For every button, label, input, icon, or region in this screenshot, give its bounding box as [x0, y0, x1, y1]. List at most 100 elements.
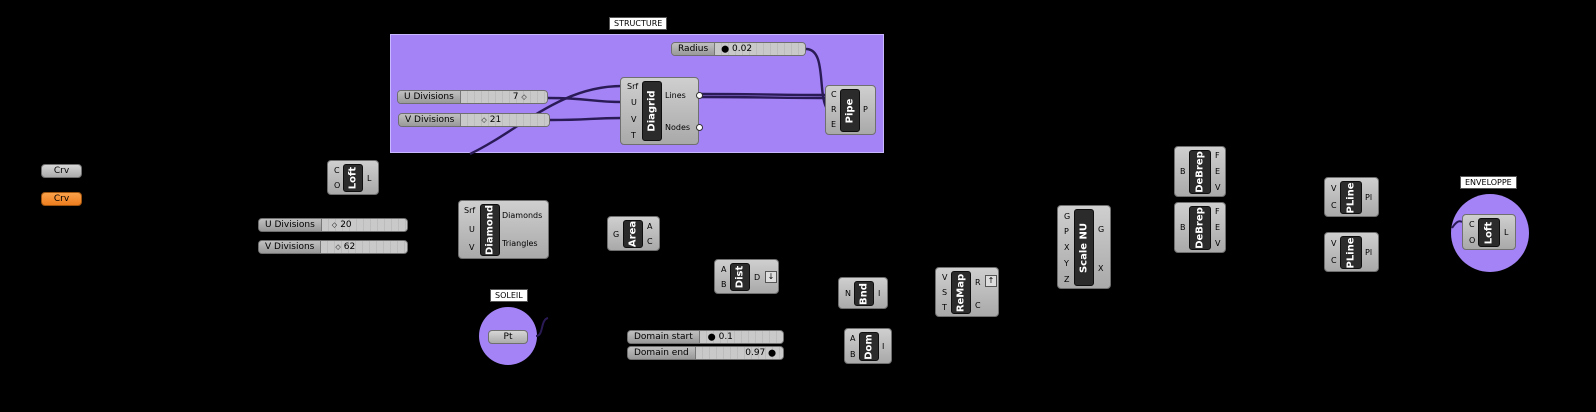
- diagrid-core[interactable]: Diagrid: [642, 81, 662, 141]
- diamond-input-v[interactable]: V: [469, 243, 475, 252]
- slider-grip-icon[interactable]: ◇: [331, 221, 338, 229]
- scale-nu-input-x[interactable]: X: [1064, 243, 1070, 252]
- enveloppe-loft-component[interactable]: C O Loft L: [1462, 214, 1516, 250]
- pline-component-2[interactable]: V C PLine Pl: [1324, 232, 1379, 272]
- area-input-g[interactable]: G: [613, 230, 620, 239]
- diamond-core[interactable]: Diamond: [480, 204, 500, 256]
- pline-component-1[interactable]: V C PLine Pl: [1324, 177, 1379, 217]
- loft-input-o[interactable]: O: [334, 181, 341, 190]
- scale-nu-output-x[interactable]: X: [1098, 264, 1104, 273]
- scale-nu-input-z[interactable]: Z: [1064, 275, 1070, 284]
- pipe-core[interactable]: Pipe: [840, 89, 860, 132]
- diamond-output-diamonds[interactable]: Diamonds: [502, 211, 543, 220]
- pline1-output-pl[interactable]: Pl: [1365, 193, 1373, 202]
- diagrid-output-nodes[interactable]: Nodes: [665, 123, 691, 132]
- pipe-input-e[interactable]: E: [831, 120, 837, 129]
- remap-core[interactable]: ReMap: [951, 271, 971, 314]
- area-output-c[interactable]: C: [647, 237, 653, 246]
- debrep1-input-b[interactable]: B: [1180, 167, 1186, 176]
- pipe-input-c[interactable]: C: [831, 90, 837, 99]
- slider-grip-icon[interactable]: ⬤: [721, 45, 730, 53]
- scale-nu-input-y[interactable]: Y: [1064, 259, 1069, 268]
- pline2-input-v[interactable]: V: [1331, 239, 1337, 248]
- domain-start-slider-track[interactable]: ⬤0.1: [699, 331, 783, 343]
- diagrid-input-u[interactable]: U: [631, 98, 637, 107]
- v-divisions-slider-top-track[interactable]: ◇21: [461, 114, 549, 126]
- area-core[interactable]: Area: [623, 220, 643, 248]
- remap-input-v[interactable]: V: [942, 273, 948, 282]
- remap-input-t[interactable]: T: [942, 303, 947, 312]
- loft2-core[interactable]: Loft: [1478, 218, 1500, 247]
- v-divisions-slider-top[interactable]: V Divisions ◇21: [398, 113, 550, 127]
- debrep-component-2[interactable]: B DeBrep F E V: [1174, 202, 1226, 253]
- dom-input-a[interactable]: A: [850, 334, 856, 343]
- crv-param-selected[interactable]: Crv: [41, 192, 82, 206]
- u-divisions-slider-top[interactable]: U Divisions 7 ◇: [397, 90, 548, 104]
- diagrid-output-nodes-port[interactable]: [696, 124, 703, 131]
- slider-grip-icon[interactable]: ◇: [521, 93, 527, 101]
- remap-input-s[interactable]: S: [942, 288, 948, 297]
- domain-start-slider[interactable]: Domain start ⬤0.1: [627, 330, 784, 344]
- crv-param[interactable]: Crv: [41, 164, 82, 178]
- pipe-output-p[interactable]: P: [863, 105, 868, 114]
- bnd-component[interactable]: N Bnd I: [838, 277, 888, 309]
- diagrid-output-lines-port[interactable]: [696, 92, 703, 99]
- debrep2-core[interactable]: DeBrep: [1189, 206, 1211, 250]
- debrep2-input-b[interactable]: B: [1180, 223, 1186, 232]
- scale-nu-output-g[interactable]: G: [1098, 225, 1105, 234]
- area-component[interactable]: G Area A C: [607, 216, 660, 251]
- dist-component[interactable]: A B Dist D ↓: [714, 259, 779, 294]
- dom-component[interactable]: A B Dom I: [844, 328, 892, 364]
- debrep1-output-f[interactable]: F: [1215, 151, 1220, 160]
- remap-output-r[interactable]: R: [975, 278, 981, 287]
- bnd-input-n[interactable]: N: [845, 289, 851, 298]
- radius-slider[interactable]: Radius ⬤0.02: [671, 42, 806, 56]
- scale-nu-input-p[interactable]: P: [1064, 227, 1069, 236]
- bnd-output-i[interactable]: I: [878, 289, 881, 298]
- pipe-component[interactable]: C R E Pipe P: [825, 85, 876, 135]
- remap-component[interactable]: V S T ReMap R ↑ C: [935, 267, 999, 317]
- dom-core[interactable]: Dom: [859, 332, 879, 361]
- loft-input-c[interactable]: C: [334, 166, 340, 175]
- pline2-output-pl[interactable]: Pl: [1365, 248, 1373, 257]
- diamond-input-u[interactable]: U: [469, 225, 475, 234]
- v-divisions-slider-track[interactable]: ◇62: [321, 241, 407, 253]
- dom-output-i[interactable]: I: [882, 342, 885, 351]
- bnd-core[interactable]: Bnd: [854, 281, 874, 306]
- debrep2-output-e[interactable]: E: [1215, 223, 1221, 232]
- radius-slider-track[interactable]: ⬤0.02: [715, 43, 805, 55]
- dist-input-b[interactable]: B: [721, 280, 727, 289]
- soleil-point-param[interactable]: Pt: [488, 330, 528, 344]
- pline1-input-v[interactable]: V: [1331, 184, 1337, 193]
- pline1-input-c[interactable]: C: [1331, 201, 1337, 210]
- loft-component[interactable]: C O Loft L: [327, 160, 379, 195]
- loft-output-l[interactable]: L: [367, 174, 372, 183]
- scale-nu-input-g[interactable]: G: [1064, 212, 1071, 221]
- diagrid-input-t[interactable]: T: [631, 131, 636, 140]
- u-divisions-slider-top-track[interactable]: 7 ◇: [460, 91, 547, 103]
- loft2-input-c[interactable]: C: [1469, 220, 1475, 229]
- slider-grip-icon[interactable]: ⬤: [707, 333, 716, 341]
- slider-grip-icon[interactable]: ◇: [481, 116, 487, 124]
- debrep-component-1[interactable]: B DeBrep F E V: [1174, 146, 1226, 197]
- slider-grip-icon[interactable]: ⬤: [768, 349, 776, 357]
- loft2-input-o[interactable]: O: [1469, 236, 1476, 245]
- dist-output-d[interactable]: D: [754, 273, 761, 282]
- debrep1-core[interactable]: DeBrep: [1189, 150, 1211, 194]
- debrep1-output-e[interactable]: E: [1215, 167, 1221, 176]
- flatten-icon[interactable]: ↓: [765, 271, 777, 283]
- v-divisions-slider[interactable]: V Divisions ◇62: [258, 240, 408, 254]
- u-divisions-slider-track[interactable]: ◇20: [321, 219, 407, 231]
- area-output-a[interactable]: A: [647, 222, 653, 231]
- remap-output-c[interactable]: C: [975, 301, 981, 310]
- diamond-output-triangles[interactable]: Triangles: [502, 239, 538, 248]
- loft-core[interactable]: Loft: [343, 164, 363, 192]
- pline2-input-c[interactable]: C: [1331, 256, 1337, 265]
- dist-core[interactable]: Dist: [730, 263, 750, 291]
- diagrid-input-srf[interactable]: Srf: [627, 82, 639, 91]
- debrep1-output-v[interactable]: V: [1215, 183, 1221, 192]
- domain-end-slider[interactable]: Domain end 0.97 ⬤: [627, 346, 784, 360]
- dist-input-a[interactable]: A: [721, 265, 727, 274]
- pipe-input-r[interactable]: R: [831, 105, 837, 114]
- slider-grip-icon[interactable]: ◇: [335, 243, 341, 251]
